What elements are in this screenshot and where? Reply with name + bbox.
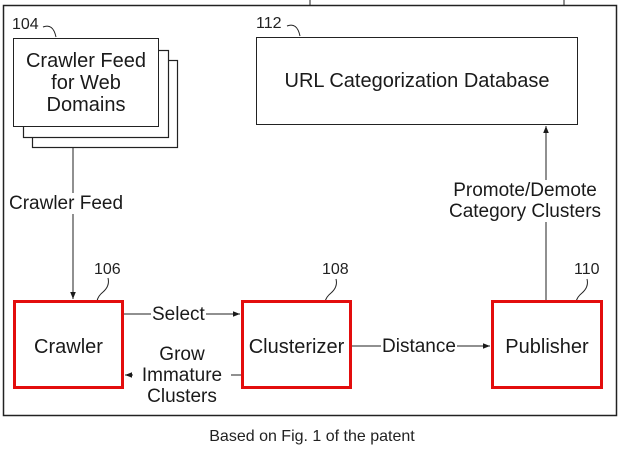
edge-label-promote-demote-line2: Category Clusters <box>448 201 602 222</box>
clusterizer-node: Clusterizer <box>241 300 352 389</box>
edge-label-select: Select <box>151 304 206 325</box>
edge-label-distance: Distance <box>381 336 457 357</box>
figure-caption: Based on Fig. 1 of the patent <box>209 428 415 445</box>
ref-leader-110 <box>575 278 588 303</box>
clusterizer-label: Clusterizer <box>248 336 345 358</box>
ref-number-112: 112 <box>256 15 282 32</box>
ref-number-108: 108 <box>322 261 349 278</box>
outer-frame <box>2 4 618 417</box>
crawler-feed-node: Crawler Feed for Web Domains <box>13 38 159 127</box>
edge-label-promote-demote: Promote/Demote Category Clusters <box>437 180 613 222</box>
ref-leader-106 <box>96 277 109 302</box>
ref-leader-108 <box>324 278 337 303</box>
publisher-node: Publisher <box>491 300 603 389</box>
ref-number-110: 110 <box>574 261 600 278</box>
edge-label-crawler-feed: Crawler Feed <box>8 193 125 214</box>
crawler-label: Crawler <box>34 336 103 358</box>
ref-number-106: 106 <box>94 261 121 278</box>
ref-leader-104 <box>42 25 57 38</box>
crawler-node: Crawler <box>13 300 124 389</box>
crawler-feed-label-line3: Domains <box>46 94 126 116</box>
crawler-feed-label-line2: for Web <box>51 72 121 94</box>
edge-label-promote-demote-line1: Promote/Demote <box>453 180 597 201</box>
db-label: URL Categorization Database <box>284 70 550 92</box>
edge-label-grow-immature-clusters: Grow Immature Clusters <box>133 344 231 407</box>
url-categorization-db-node: URL Categorization Database <box>256 37 578 125</box>
crawler-feed-label-line1: Crawler Feed <box>25 50 147 72</box>
edge-label-grow-line2: Immature <box>141 365 223 386</box>
ref-number-104: 104 <box>12 16 39 33</box>
edge-label-grow-line3: Clusters <box>147 386 217 407</box>
publisher-label: Publisher <box>505 336 589 358</box>
edge-label-grow-line1: Grow <box>159 344 205 365</box>
ref-leader-112 <box>286 24 301 37</box>
